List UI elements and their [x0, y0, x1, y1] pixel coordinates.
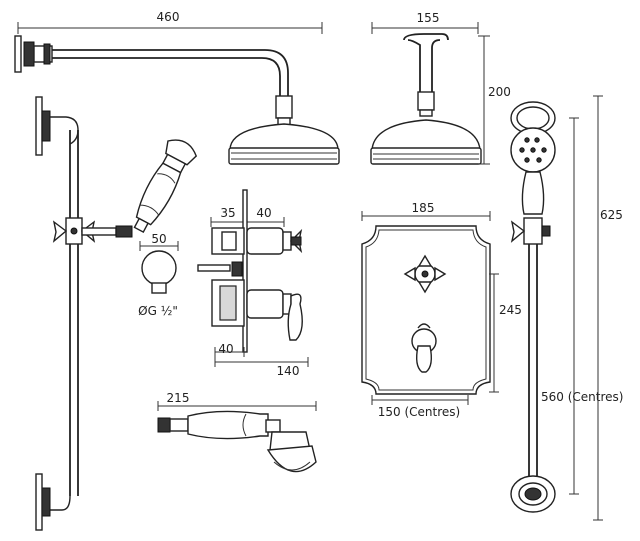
outlet-elbow-label: 50 [151, 232, 166, 246]
head-side-view: 155 200 [370, 11, 511, 165]
wall-plate-front: 185 245 150 (Centres) [361, 201, 522, 419]
thread-size-label: ØG ½" [138, 304, 178, 318]
valve-depth-b-label: 40 [256, 206, 271, 220]
riser-rail-right: 560 (Centres) 625 [510, 95, 623, 521]
spray-face [519, 137, 547, 163]
plate-height-label: 245 [499, 303, 522, 317]
handset-detail: 215 [157, 391, 317, 473]
handset-tilted [133, 139, 198, 234]
outlet-elbow: 50 ØG ½" [138, 232, 179, 318]
slide-rail [35, 96, 133, 531]
riser-centres-label: 560 (Centres) [541, 390, 623, 404]
head-drop-label: 200 [488, 85, 511, 99]
valve-depth-a-label: 35 [220, 206, 235, 220]
valve-width-label: 140 [277, 364, 300, 378]
handset-length-label: 215 [167, 391, 190, 405]
head-diameter-label: 155 [417, 11, 440, 25]
valve-side-view: 35 40 40 140 [197, 189, 309, 378]
valve-depth-c-label: 40 [218, 342, 233, 356]
arm-length-label: 460 [157, 10, 180, 24]
arm-length-dimension: 460 [17, 10, 323, 34]
plate-width-label: 185 [412, 201, 435, 215]
handle-centres-label: 150 (Centres) [378, 405, 460, 419]
riser-height-label: 625 [600, 208, 623, 222]
shower-arm-head [14, 35, 340, 165]
